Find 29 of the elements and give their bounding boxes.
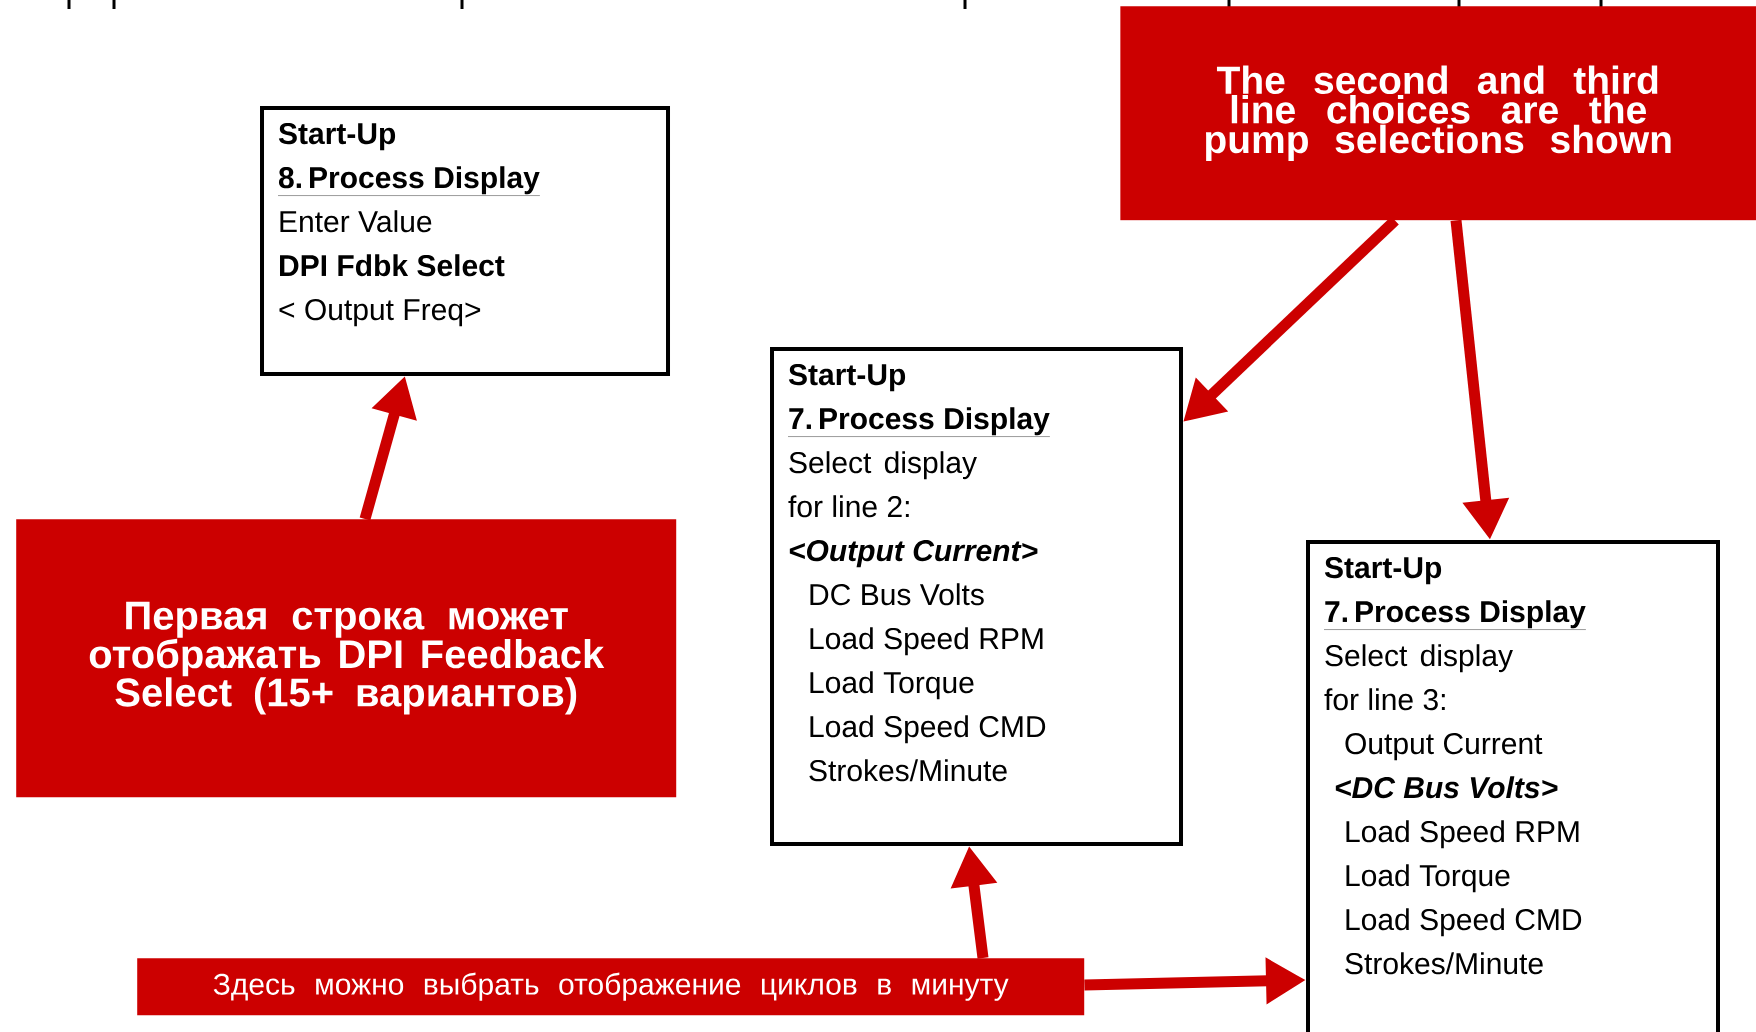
menu-heading: Start-Up xyxy=(1324,557,1442,585)
menu-title: 8. Process Display xyxy=(277,166,541,196)
menu-option: Strokes/Minute xyxy=(809,759,1007,782)
callout-box: The second and third line choices are the pump selections shown xyxy=(1120,6,1756,221)
menu-option: Output Current xyxy=(1345,733,1543,761)
menu-title: 7. Process Display xyxy=(1323,600,1587,630)
menu-heading: Start-Up xyxy=(788,364,906,392)
menu-option: Strokes/Minute xyxy=(1345,952,1543,975)
display-screen xyxy=(770,347,1183,846)
menu-text: Enter Value xyxy=(280,210,432,233)
menu-text: Select display for line 3: xyxy=(1324,644,1513,711)
menu-option: Load Speed CMD xyxy=(810,715,1046,744)
menu-text: < Output Freq> xyxy=(279,299,481,327)
display-screen xyxy=(260,106,670,376)
menu-option: DC Bus Volts xyxy=(810,583,984,606)
selected-option: <Output Current> xyxy=(789,540,1038,568)
menu-title: 7. Process Display xyxy=(787,407,1051,437)
display-screen xyxy=(1306,540,1720,1032)
menu-text: Select display for line 2: xyxy=(788,451,977,518)
menu-option: Load Torque xyxy=(1346,864,1510,893)
callout-box: Первая строка может отображать DPI Feedback Select (15+ вариантов) xyxy=(16,519,677,798)
menu-option: Load Speed CMD xyxy=(1346,908,1582,937)
menu-option: Load Torque xyxy=(810,671,974,700)
selected-option: <DC Bus Volts> xyxy=(1335,776,1558,799)
menu-heading: Start-Up xyxy=(278,123,396,151)
callout-box: Здесь можно выбрать отображение циклов в минуту xyxy=(137,958,1085,1016)
menu-heading: DPI Fdbk Select xyxy=(280,254,505,277)
menu-option: Load Speed RPM xyxy=(1346,820,1579,849)
menu-option: Load Speed RPM xyxy=(810,627,1043,656)
